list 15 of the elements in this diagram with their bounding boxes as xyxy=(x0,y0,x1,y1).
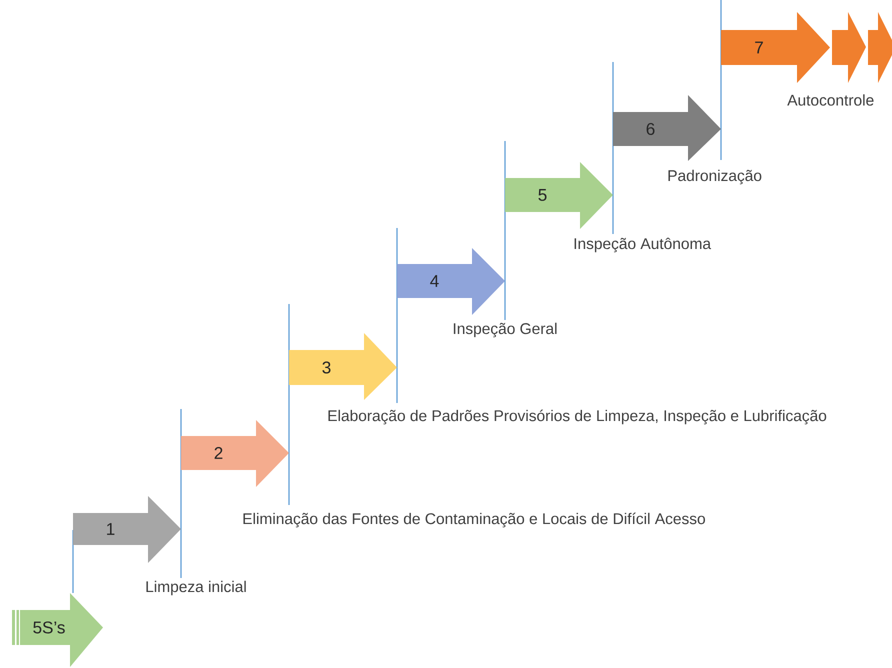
step-block: 2 xyxy=(181,420,289,487)
step-block: 4 xyxy=(397,248,505,315)
step-caption: Padronização xyxy=(668,170,762,184)
step-caption: Elaboração de Padrões Provisórios de Limpeza, Inspeção e Lubrificação xyxy=(328,410,826,424)
step-block: 5 xyxy=(505,162,613,229)
step-block: 7 xyxy=(721,12,830,83)
step-block: 3 xyxy=(289,332,397,400)
step-caption: Limpeza inicial xyxy=(146,580,246,596)
step-block: 5S’s xyxy=(12,592,103,667)
step-caption: Eliminação das Fontes de Contaminação e Locais de Difícil Acesso xyxy=(243,512,705,528)
step-caption: Inspeção Autônoma xyxy=(574,238,712,252)
step-block: 6 xyxy=(613,94,721,161)
step-caption: Autocontrole xyxy=(787,94,874,106)
step-block: 1 xyxy=(73,496,181,563)
step-caption: Inspeção Geral xyxy=(454,322,556,338)
